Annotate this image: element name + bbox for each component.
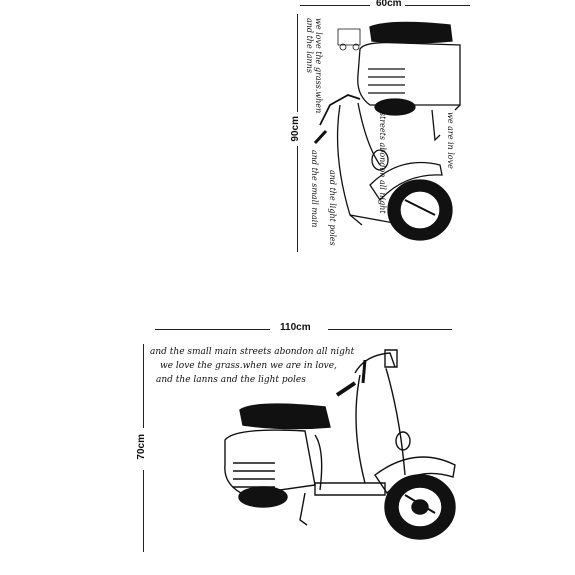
bottom-text-line-2: we love the grass.when we are in love, <box>160 361 337 371</box>
top-height-line-top <box>297 14 298 112</box>
top-width-label: 60cm <box>376 0 402 9</box>
top-width-line-right <box>405 5 470 6</box>
bottom-height-label: 70cm <box>136 434 147 460</box>
top-text-col-2: and the lanns <box>305 18 314 73</box>
bottom-text-line-3: and the lanns and the light poles <box>156 375 306 385</box>
top-text-col-4: streets abondon all night <box>378 112 387 214</box>
top-text-col-1: we love the grass.when <box>314 18 323 114</box>
bottom-height-line-bottom <box>143 470 144 552</box>
top-width-line-left <box>300 5 370 6</box>
bottom-width-label: 110cm <box>280 322 311 333</box>
bottom-width-line-right <box>328 329 452 330</box>
bottom-width-line-left <box>155 329 270 330</box>
bottom-text-line-1: and the small main streets abondon all n… <box>150 347 355 357</box>
bottom-scooter-illustration <box>224 349 456 540</box>
top-text-col-3: and the small main <box>310 150 319 228</box>
top-text-col-5: we are in love <box>446 112 455 169</box>
bottom-height-line-top <box>143 344 144 428</box>
top-scooter-illustration <box>313 21 461 241</box>
top-height-line-bottom <box>297 146 298 252</box>
top-height-label: 90cm <box>290 116 301 142</box>
top-text-col-6: and the light poles <box>328 170 337 246</box>
